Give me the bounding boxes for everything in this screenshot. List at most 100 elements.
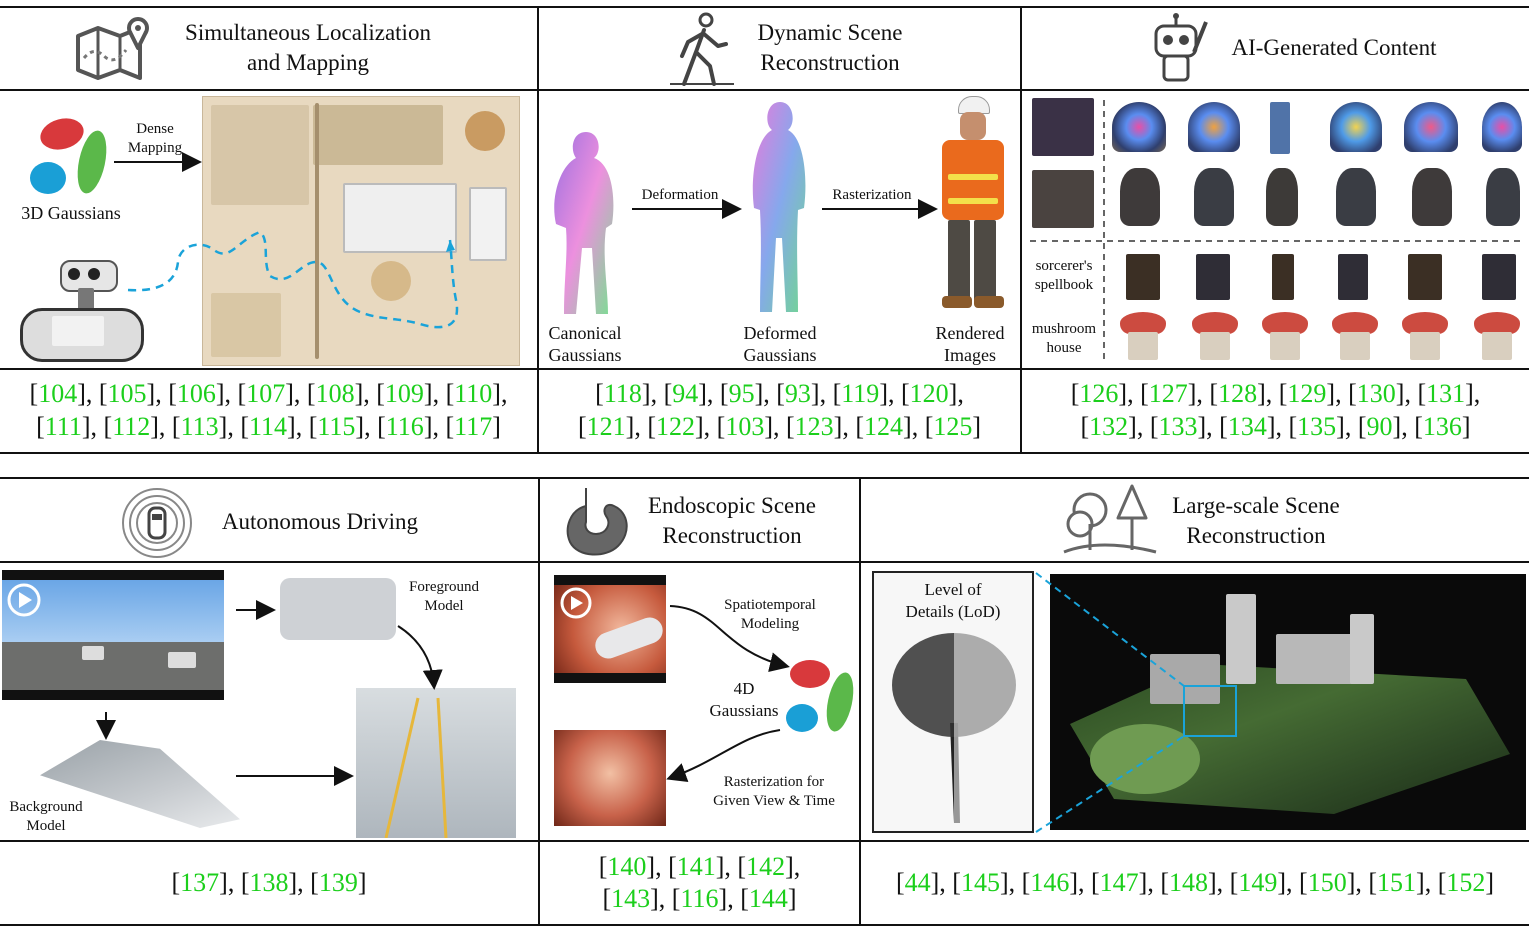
lod-tree-figure [892, 627, 1024, 827]
rendered-image-figure [926, 96, 1016, 316]
citation-number[interactable]: 147 [1099, 868, 1139, 897]
citation-number[interactable]: 145 [960, 868, 1000, 897]
col-divider-3 [538, 477, 540, 926]
citation-number[interactable]: 136 [1422, 412, 1462, 441]
citation-number[interactable]: 130 [1356, 379, 1396, 408]
citation-number[interactable]: 103 [725, 412, 765, 441]
gaussians-icon [30, 118, 107, 194]
deformed-gaussians-figure [752, 102, 806, 312]
large-refs: [44], [145], [146], [147], [148], [149],… [895, 868, 1495, 897]
refs-divider-top [0, 368, 1529, 370]
citation-number[interactable]: 129 [1287, 379, 1327, 408]
citation-number[interactable]: 137 [180, 868, 220, 897]
citation-number[interactable]: 128 [1218, 379, 1258, 408]
citation-number[interactable]: 111 [44, 412, 82, 441]
citation-number[interactable]: 122 [655, 412, 695, 441]
col-divider-2 [1020, 6, 1022, 454]
citation-number[interactable]: 150 [1307, 868, 1347, 897]
landscape-trees-icon [1063, 484, 1157, 554]
citation-number[interactable]: 133 [1158, 412, 1198, 441]
citation-number[interactable]: 140 [607, 852, 647, 881]
deformation-label: Deformation [641, 187, 719, 203]
robot-path [127, 230, 459, 329]
portal-reference-image [1032, 98, 1094, 156]
citation-number[interactable]: 146 [1030, 868, 1070, 897]
driving-result-image [356, 688, 516, 838]
citation-number[interactable]: 127 [1148, 379, 1188, 408]
citation-number[interactable]: 124 [864, 412, 904, 441]
dynamic-refs-line1: [118], [94], [95], [93], [119], [120], [595, 379, 964, 408]
citation-number[interactable]: 108 [315, 379, 355, 408]
citation-number[interactable]: 131 [1426, 379, 1466, 408]
citation-number[interactable]: 107 [246, 379, 286, 408]
bottom-row-top-border [0, 477, 1529, 479]
citation-number[interactable]: 114 [248, 412, 288, 441]
citation-number[interactable]: 116 [385, 412, 424, 441]
citation-number[interactable]: 117 [454, 412, 493, 441]
endo-video-frame [554, 575, 667, 683]
car-radar-icon [122, 488, 192, 558]
citation-number[interactable]: 126 [1079, 379, 1119, 408]
citation-number[interactable]: 118 [603, 379, 642, 408]
citation-number[interactable]: 112 [112, 412, 151, 441]
citation-number[interactable]: 120 [909, 379, 949, 408]
citation-number[interactable]: 152 [1446, 868, 1486, 897]
citation-number[interactable]: 110 [454, 379, 493, 408]
canonical-gaussians-figure [554, 132, 614, 314]
top-border [0, 6, 1529, 8]
citation-number[interactable]: 95 [728, 379, 755, 408]
citation-number[interactable]: 93 [784, 379, 811, 408]
citation-number[interactable]: 151 [1377, 868, 1417, 897]
col-divider-1 [537, 6, 539, 454]
citation-number[interactable]: 109 [384, 379, 424, 408]
endo-rendered-image [554, 730, 666, 826]
floor-plan-image [202, 96, 520, 366]
citation-number[interactable]: 119 [841, 379, 880, 408]
refs-divider-bottom [0, 840, 1529, 842]
citation-number[interactable]: 149 [1238, 868, 1278, 897]
header-divider-bottom [0, 561, 1529, 563]
citation-number[interactable]: 135 [1297, 412, 1337, 441]
citation-number[interactable]: 142 [746, 852, 786, 881]
citation-number[interactable]: 115 [317, 412, 356, 441]
citation-number[interactable]: 104 [38, 379, 78, 408]
rasterization-label: Rasterization [832, 187, 912, 203]
citation-number[interactable]: 116 [680, 884, 719, 913]
aigc-refs-line1: [126], [127], [128], [129], [130], [131]… [1070, 379, 1481, 408]
citation-number[interactable]: 125 [933, 412, 973, 441]
endo-refs-line1: [140], [141], [142], [598, 852, 801, 881]
walking-person-icon [670, 12, 734, 86]
citation-number[interactable]: 121 [586, 412, 626, 441]
citation-number[interactable]: 106 [176, 379, 216, 408]
citation-number[interactable]: 134 [1227, 412, 1267, 441]
citation-number[interactable]: 139 [318, 868, 358, 897]
citation-number[interactable]: 90 [1366, 412, 1393, 441]
stomach-icon [566, 488, 628, 556]
citation-number[interactable]: 113 [180, 412, 219, 441]
aigc-title: AI-Generated Content [1231, 35, 1437, 60]
citation-number[interactable]: 138 [249, 868, 289, 897]
driving-refs: [137], [138], [139] [171, 868, 367, 897]
slam-gaussians-label: 3D Gaussians [21, 203, 121, 223]
citation-number[interactable]: 94 [672, 379, 699, 408]
citation-number[interactable]: 144 [748, 884, 788, 913]
driving-video-frame [2, 570, 224, 700]
col-divider-4 [859, 477, 861, 926]
citation-number[interactable]: 148 [1169, 868, 1208, 897]
citation-number[interactable]: 132 [1089, 412, 1129, 441]
slam-refs-line2: [111], [112], [113], [114], [115], [116]… [36, 412, 501, 441]
citation-number[interactable]: 143 [611, 884, 651, 913]
citation-number[interactable]: 105 [107, 379, 147, 408]
citation-number[interactable]: 123 [794, 412, 834, 441]
citation-number[interactable]: 141 [676, 852, 716, 881]
citation-number[interactable]: 44 [904, 868, 931, 897]
